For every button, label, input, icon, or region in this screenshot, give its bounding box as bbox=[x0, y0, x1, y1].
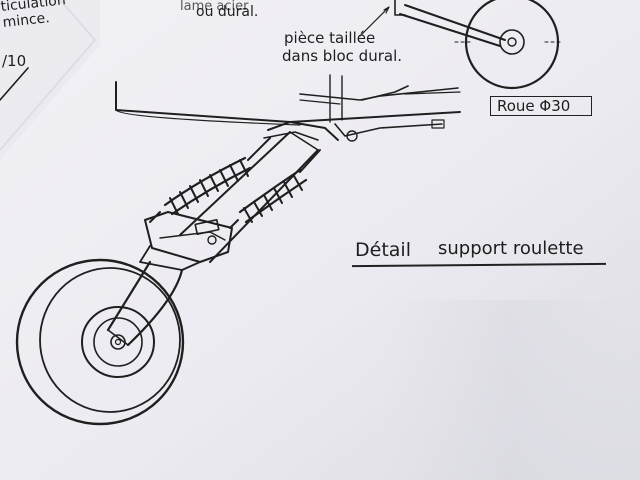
label-dural: ou dural. bbox=[196, 4, 259, 20]
spring-left bbox=[149, 137, 271, 223]
triangle-diagram bbox=[0, 67, 29, 101]
label-fraction: /10 bbox=[2, 52, 27, 70]
top-wheel-diagram bbox=[394, 0, 561, 90]
caption-support-roulette: support roulette bbox=[438, 238, 584, 259]
caption-detail: Détail bbox=[355, 239, 411, 261]
upper-bracket bbox=[267, 121, 339, 141]
label-roue-box: Roue Φ30 bbox=[490, 96, 592, 116]
main-wheel bbox=[15, 258, 185, 426]
fuselage-outline bbox=[115, 74, 461, 142]
strut-arm bbox=[139, 131, 319, 271]
label-bloc-dural: dans bloc dural. bbox=[282, 47, 403, 65]
label-piece-taillee: pièce taillée bbox=[284, 29, 376, 47]
leader-arrow bbox=[359, 7, 389, 37]
label-lame: lame acier bbox=[180, 0, 249, 14]
